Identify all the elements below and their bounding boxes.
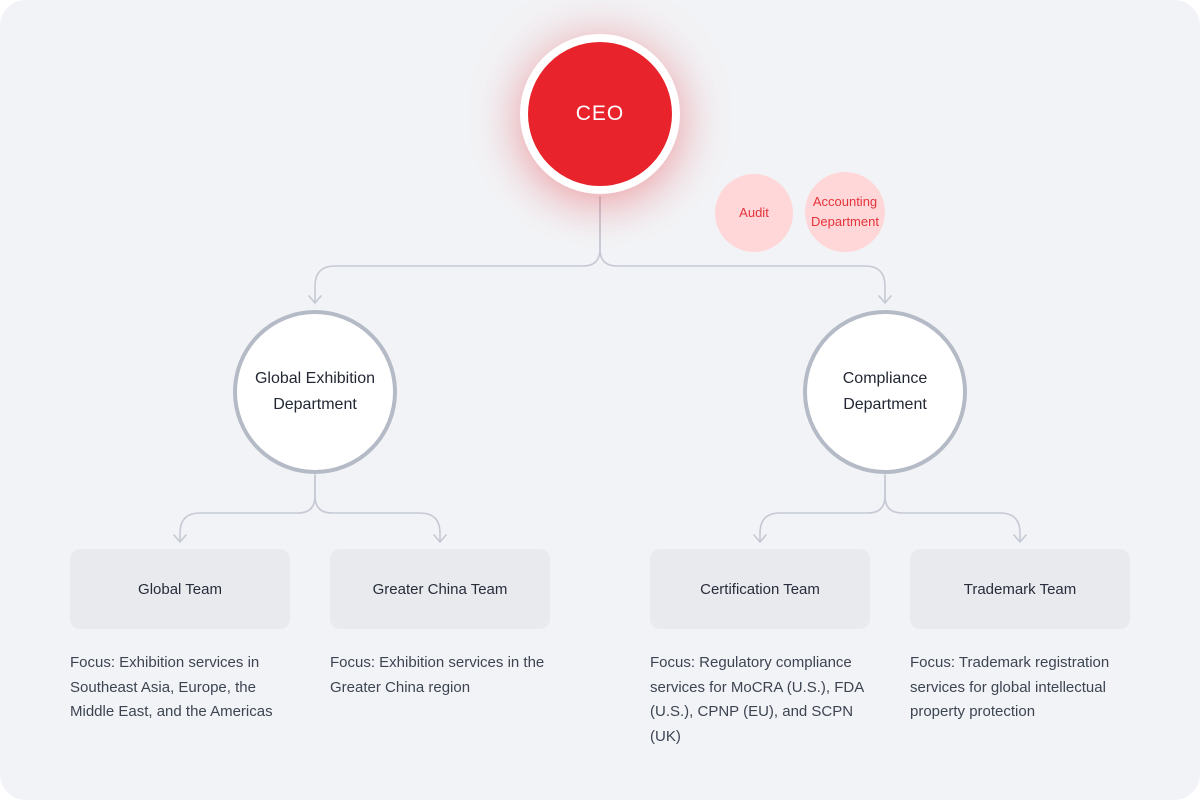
- connector-compliance-to-certification-team: [759, 474, 886, 542]
- arrowhead-certification-team: [753, 534, 767, 543]
- greater-china-team-node: Greater China Team: [330, 549, 550, 629]
- trademark-team-focus-text: Focus: Trademark registration services f…: [910, 654, 1110, 720]
- global-exhibition-department-node: Global Exhibition Department: [233, 310, 397, 474]
- audit-node: Audit: [715, 174, 793, 252]
- certification-team-node: Certification Team: [650, 549, 870, 629]
- arrowhead-greater-china-team: [433, 534, 447, 543]
- greater-china-team-focus-text: Focus: Exhibition services in the Greate…: [330, 654, 545, 696]
- audit-label: Audit: [739, 205, 769, 220]
- arrowhead-trademark-team: [1013, 534, 1027, 543]
- trademark-team-label: Trademark Team: [963, 580, 1077, 598]
- connector-compliance-to-trademark-team: [884, 474, 1021, 542]
- connector-globalexh-to-greater-china-team: [314, 474, 441, 542]
- arrowhead-compliance: [878, 295, 892, 304]
- certification-team-label: Certification Team: [700, 580, 820, 598]
- greater-china-team-label: Greater China Team: [372, 580, 508, 598]
- global-exhibition-department-label: Global Exhibition Department: [254, 370, 376, 413]
- ceo-label: CEO: [575, 102, 625, 125]
- ceo-node: CEO: [520, 34, 680, 194]
- global-team-node: Global Team: [70, 549, 290, 629]
- arrowhead-global-team: [173, 534, 187, 543]
- certification-team-focus-text: Focus: Regulatory compliance services fo…: [650, 654, 864, 745]
- global-team-label: Global Team: [138, 580, 222, 598]
- trademark-team-node: Trademark Team: [910, 549, 1130, 629]
- global-team-focus-text: Focus: Exhibition services in Southeast …: [70, 654, 273, 720]
- accounting-department-label: Accounting Department: [811, 194, 879, 229]
- arrowhead-global-exhibition: [308, 295, 322, 304]
- compliance-department-label: Compliance Department: [842, 370, 928, 413]
- connector-globalexh-to-global-team: [179, 474, 316, 542]
- connector-ceo-to-global-exhibition: [314, 196, 601, 303]
- compliance-department-node: Compliance Department: [803, 310, 967, 474]
- accounting-department-node: Accounting Department: [805, 172, 885, 252]
